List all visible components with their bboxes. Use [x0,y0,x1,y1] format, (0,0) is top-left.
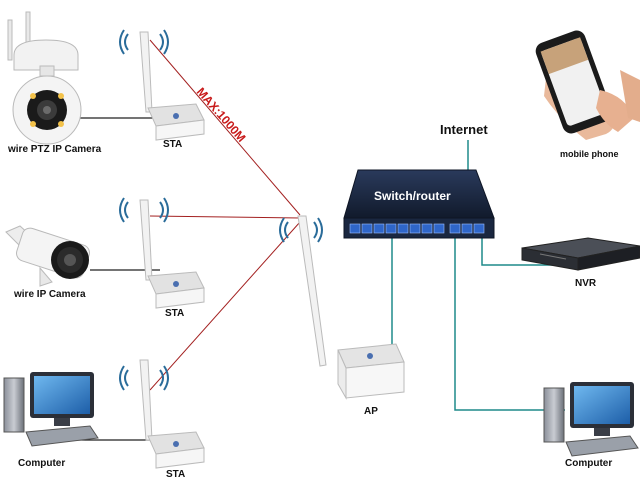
sta-bottom [119,359,205,469]
wireless-links [149,39,301,391]
wireless-link-top [149,39,301,216]
nvr [521,237,640,271]
mobile-label: mobile phone [560,149,619,159]
ptz-camera [7,11,82,145]
access-point [279,215,405,400]
cable-switch-to-pc [454,238,565,411]
sta-top [119,29,205,141]
switch-router [343,169,495,239]
switch-ports [349,223,485,234]
switch-label: Switch/router [374,189,451,203]
ip-camera [5,225,90,287]
ap-label: AP [364,406,378,417]
sta-mid [119,197,205,309]
computer-left [3,372,99,447]
sta-top-label: STA [163,139,182,150]
computer-right [543,382,639,457]
sta-bottom-label: STA [166,469,185,480]
computer-left-label: Computer [18,458,65,469]
wireless-link-bottom [149,221,301,391]
computer-right-label: Computer [565,458,612,469]
ptz-camera-label: wire PTZ IP Camera [7,144,102,155]
wireless-link-mid [149,215,301,219]
ip-camera-label: wire IP Camera [13,289,86,300]
nvr-label: NVR [575,278,597,289]
mobile-phone [535,30,640,140]
internet-label: Internet [440,122,488,137]
sta-mid-label: STA [165,308,184,319]
cable-switch-to-nvr [481,238,560,266]
